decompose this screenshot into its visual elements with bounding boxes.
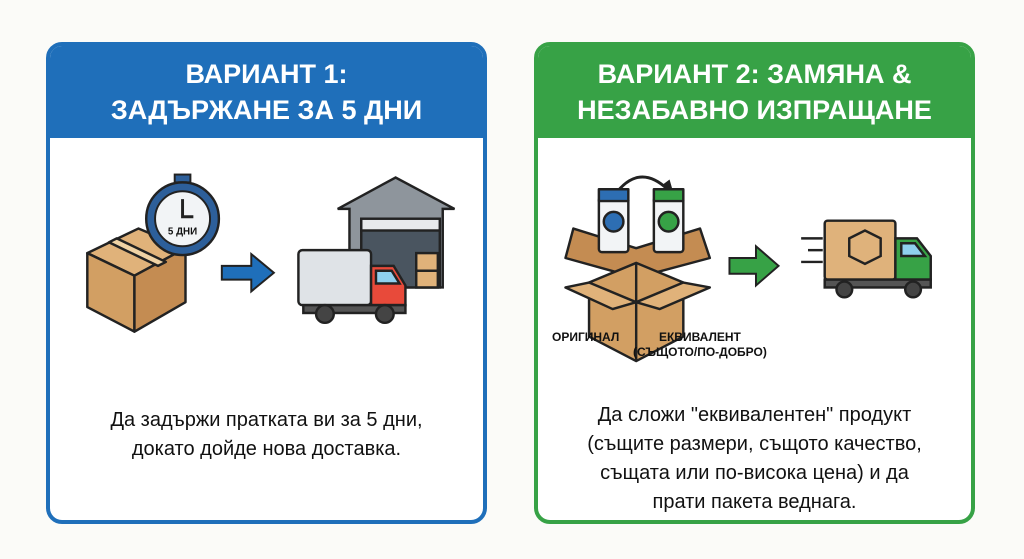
variant-2-description: Да сложи "еквивалентен" продукт (същите … <box>538 401 971 517</box>
variant-1-card: ВАРИАНТ 1: ЗАДЪРЖАНЕ ЗА 5 ДНИ 5 ДНИ <box>46 42 487 524</box>
desc-line: прати пакета веднага. <box>652 491 857 513</box>
label-equivalent-note: (СЪЩОТО/ПО-ДОБРО) <box>633 345 767 359</box>
desc-line: Да задържи пратката ви за 5 дни, <box>110 409 423 431</box>
variant-1-header: ВАРИАНТ 1: ЗАДЪРЖАНЕ ЗА 5 ДНИ <box>50 46 483 138</box>
label-original: ОРИГИНАЛ <box>552 330 620 344</box>
desc-line: докато дойде нова доставка. <box>131 438 402 460</box>
timer-label: 5 ДНИ <box>168 226 197 237</box>
variant-2-card: ВАРИАНТ 2: ЗАМЯНА & НЕЗАБАВНО ИЗПРАЩАНЕ <box>534 42 975 524</box>
variant-2-title-line2: НЕЗАБАВНО ИЗПРАЩАНЕ <box>577 95 932 125</box>
label-equivalent-text: ЕКВИВАЛЕНТ <box>658 330 741 344</box>
arrow-right-icon <box>220 251 276 294</box>
variant-1-illustration: 5 ДНИ <box>86 173 456 333</box>
delivery-truck-icon <box>297 248 407 325</box>
variant-2-illustration <box>564 175 932 363</box>
stopwatch-icon: 5 ДНИ <box>144 173 221 257</box>
desc-line: Да сложи "еквивалентен" продукт <box>597 404 912 426</box>
variant-1-title-line1: ВАРИАНТ 1: <box>185 59 348 89</box>
variant-2-title-line1: ВАРИАНТ 2: ЗАМЯНА & <box>597 59 912 89</box>
variant-1-title-line2: ЗАДЪРЖАНЕ ЗА 5 ДНИ <box>110 95 423 125</box>
arrow-right-icon <box>728 244 781 288</box>
label-equivalent: ЕКВИВАЛЕНТ (СЪЩОТО/ПО-ДОБРО) <box>633 330 767 360</box>
open-box-icon <box>564 188 712 363</box>
variant-1-description: Да задържи пратката ви за 5 дни, докато … <box>50 406 483 464</box>
desc-line: (същите размери, същото качество, <box>587 433 922 455</box>
variant-2-header: ВАРИАНТ 2: ЗАМЯНА & НЕЗАБАВНО ИЗПРАЩАНЕ <box>538 46 971 138</box>
delivery-truck-icon <box>801 219 932 299</box>
desc-line: същата или по-висока цена) и да <box>600 462 909 484</box>
